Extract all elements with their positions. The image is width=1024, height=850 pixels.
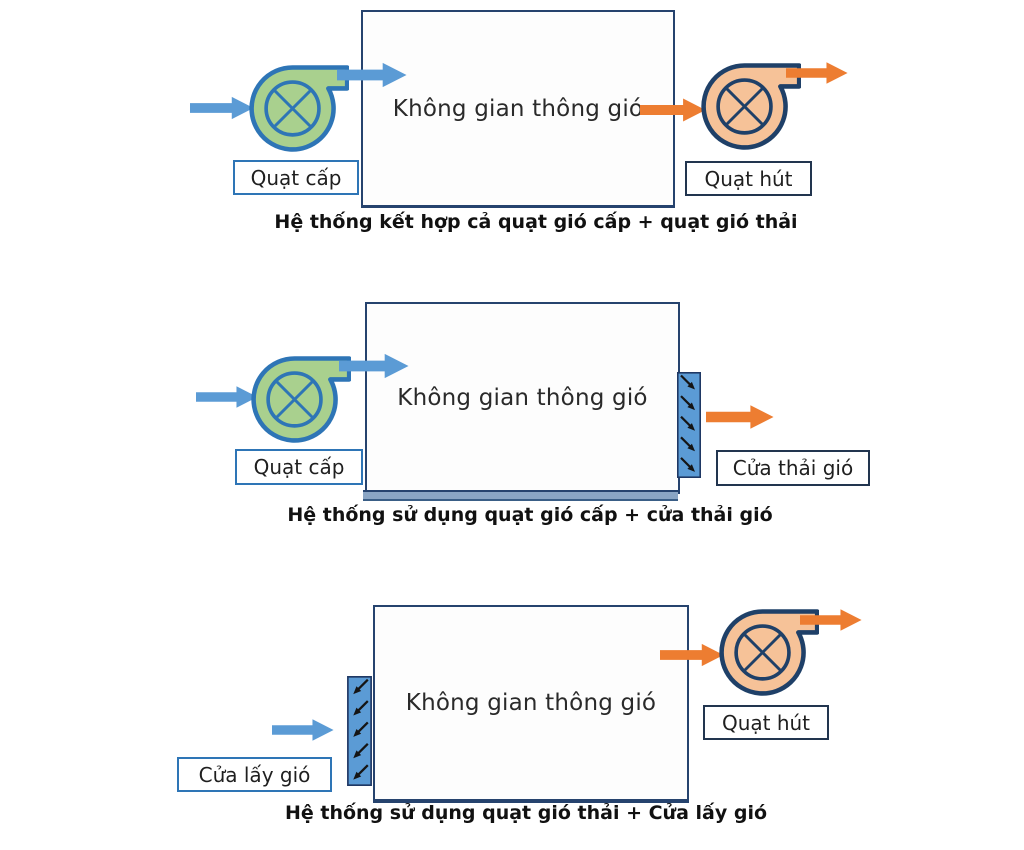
exhaust-outlet-arrow-icon (786, 60, 848, 86)
exhaust-inlet-arrow-icon (640, 97, 706, 123)
ventilated-space-label: Không gian thông gió (392, 95, 644, 122)
supply-fan-icon (247, 52, 349, 154)
room-floor-shadow (363, 490, 678, 501)
ventilated-space-box: Không gian thông gió (373, 605, 689, 803)
ventilated-space-label: Không gian thông gió (397, 385, 648, 411)
ventilated-space-box: Không gian thông gió (361, 10, 675, 208)
intake-vent-label: Cửa lấy gió (177, 757, 332, 792)
supply-outlet-arrow-icon (337, 62, 407, 88)
diagram-caption: Hệ thống sử dụng quạt gió thải + Cửa lấy… (284, 802, 768, 824)
ventilated-space-box: Không gian thông gió (365, 302, 680, 494)
exhaust-fan-label: Quạt hút (685, 161, 812, 196)
diagram-caption: Hệ thống kết hợp cả quạt gió cấp + quạt … (274, 211, 798, 233)
intake-inlet-arrow-icon (272, 717, 334, 743)
diagram-caption: Hệ thống sử dụng quạt gió cấp + cửa thải… (287, 504, 773, 526)
supply-outlet-arrow-icon (339, 353, 409, 379)
exhaust-inlet-arrow-icon (660, 642, 724, 668)
supply-fan-label: Quạt cấp (235, 449, 363, 485)
supply-inlet-arrow-icon (190, 95, 254, 121)
ventilated-space-label: Không gian thông gió (405, 690, 657, 716)
supply-fan-icon (249, 343, 351, 445)
exhaust-louver-icon (677, 372, 701, 478)
exhaust-vent-label: Cửa thải gió (716, 450, 870, 486)
exhaust-outlet-arrow-icon (706, 404, 774, 430)
supply-fan-label: Quạt cấp (233, 160, 359, 195)
exhaust-fan-label: Quạt hút (703, 705, 829, 740)
intake-louver-icon (347, 676, 372, 786)
exhaust-outlet-arrow-icon (800, 607, 862, 633)
